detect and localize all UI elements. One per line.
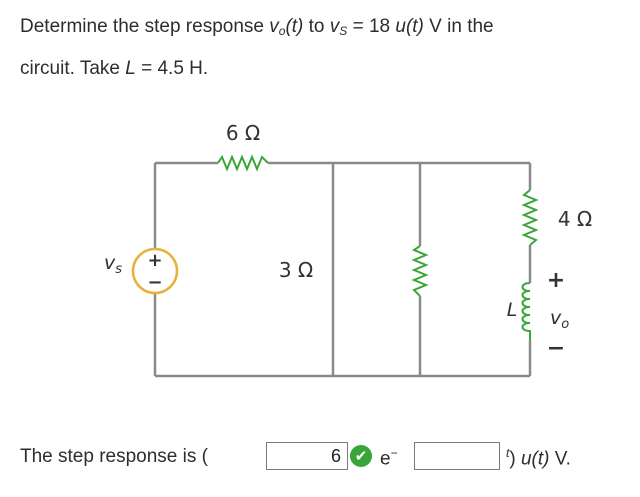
inductor (521, 282, 531, 340)
u-function: u (395, 16, 406, 37)
source-minus: − (147, 272, 162, 293)
problem-text: circuit. Take (20, 58, 126, 79)
problem-text: to (303, 16, 330, 37)
problem-text: = 18 (347, 16, 396, 37)
r3-label: 4 Ω (558, 207, 592, 231)
answer-input-coefficient[interactable]: 6 (266, 442, 348, 470)
vo-minus: − (547, 336, 565, 361)
answer-prefix: The step response is ( (20, 446, 208, 467)
r1-label: 6 Ω (226, 121, 260, 145)
vo-label: vo (550, 307, 569, 332)
vo-subscript: o (278, 24, 286, 38)
t-arg: (t) (285, 16, 304, 37)
L-variable: L (125, 58, 136, 79)
problem-text: Determine the step response (20, 16, 270, 37)
problem-line-2: circuit. Take L = 4.5 H. (20, 50, 630, 88)
vs-variable: v (329, 16, 340, 37)
wires (153, 161, 532, 378)
vs-label: vs (104, 252, 122, 277)
resistor-3-ohm (411, 245, 429, 297)
answer-input-exponent[interactable] (414, 442, 500, 470)
problem-text: V in the (423, 16, 494, 37)
vo-plus: + (547, 268, 565, 293)
vo-variable: v (269, 16, 279, 37)
correct-check-icon: ✔ (350, 445, 372, 467)
circuit-diagram: 6 Ω 3 Ω 4 Ω L + vo − + − vs (104, 121, 592, 378)
exponential-e: e− (380, 446, 398, 470)
answer-tail: t) u(t) V. (506, 446, 571, 470)
vs-subscript: S (339, 24, 348, 38)
resistor-6-ohm (217, 154, 269, 172)
t-arg: (t) (405, 16, 424, 37)
resistor-4-ohm (521, 189, 539, 246)
problem-statement: Determine the step response vo(t) to vS … (20, 8, 630, 88)
inductor-label: L (507, 299, 518, 321)
problem-line-1: Determine the step response vo(t) to vS … (20, 8, 630, 50)
problem-text: = 4.5 H. (135, 58, 209, 79)
r2-label: 3 Ω (279, 258, 313, 282)
source-plus: + (147, 250, 162, 271)
voltage-source (131, 247, 179, 295)
